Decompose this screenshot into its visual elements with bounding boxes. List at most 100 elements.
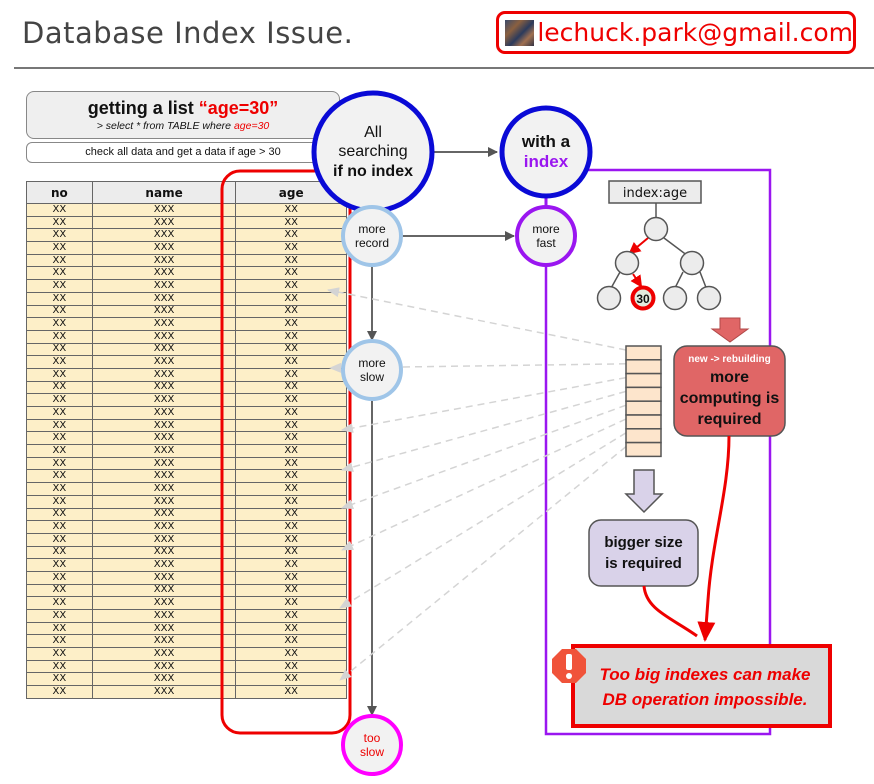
more-record-line1: more	[358, 221, 386, 236]
tree-edge	[663, 237, 689, 257]
more-fast-label: more fast	[517, 216, 575, 256]
index-entry	[625, 359, 662, 375]
more-fast-node	[515, 205, 577, 267]
table-cell-age: XX	[235, 329, 347, 344]
table-cell-age: XX	[235, 456, 347, 471]
table-cell-no: XX	[26, 342, 93, 357]
rebuild-line1: more	[709, 369, 750, 386]
tree-node	[679, 250, 705, 276]
table-cell-no: XX	[26, 355, 93, 369]
query-title-highlight: “age=30”	[198, 98, 279, 118]
tree-node	[614, 250, 640, 276]
table-cell-no: XX	[26, 609, 93, 623]
tree-node-target	[630, 285, 656, 311]
down-arrow-icon	[710, 317, 750, 343]
more-record-node	[341, 205, 403, 267]
index-entry	[625, 372, 662, 389]
too-slow-label: too slow	[343, 725, 401, 765]
table-cell-age: XX	[235, 317, 347, 331]
table-cell-name: XXX	[91, 659, 237, 674]
table-cell-no: XX	[26, 444, 93, 458]
table-cell-age: XX	[235, 685, 347, 699]
avatar	[505, 19, 535, 46]
table-cell-no: XX	[26, 647, 93, 661]
table-cell-no: XX	[26, 634, 93, 649]
column-header-no: no	[26, 181, 93, 204]
rebuild-box-text: new -> rebuilding more computing is requ…	[674, 348, 785, 436]
table-cell-name: XXX	[91, 279, 237, 293]
table-cell-name: XXX	[91, 482, 237, 496]
header-divider	[14, 67, 874, 69]
query-box: getting a list “age=30” > select * from …	[26, 91, 340, 139]
table-cell-no: XX	[26, 583, 93, 598]
exclamation-octagon-icon	[552, 649, 586, 683]
more-record-label: more record	[343, 216, 401, 256]
more-record-line2: record	[354, 236, 389, 250]
author-badge: lechuck.park@gmail.com	[496, 11, 856, 54]
warning-box	[571, 644, 832, 728]
table-cell-age: XX	[235, 469, 347, 484]
index-label: index:age	[623, 186, 687, 201]
table-cell-name: XXX	[91, 215, 237, 230]
table-cell-no: XX	[26, 266, 93, 281]
search-path-arrow	[628, 237, 649, 255]
table-cell-name: XXX	[91, 203, 237, 217]
with-index-node	[499, 105, 593, 199]
table-cell-no: XX	[26, 418, 93, 433]
table-cell-name: XXX	[91, 685, 237, 699]
table-cell-name: XXX	[91, 266, 237, 281]
table-cell-no: XX	[26, 304, 93, 319]
table-cell-age: XX	[235, 431, 347, 446]
table-cell-age: XX	[235, 355, 347, 369]
index-entry	[625, 441, 662, 458]
size-line2: is required	[605, 555, 682, 572]
down-arrow-icon	[624, 469, 664, 514]
lookup-arrow	[327, 287, 627, 351]
table-cell-name: XXX	[91, 355, 237, 369]
table-cell-name: XXX	[91, 507, 237, 522]
table-cell-name: XXX	[91, 558, 237, 572]
table-cell-no: XX	[26, 532, 93, 547]
tree-target-value: 30	[636, 292, 650, 306]
page-title: Database Index Issue.	[22, 16, 354, 50]
table-cell-no: XX	[26, 596, 93, 610]
index-panel-frame	[544, 168, 772, 736]
table-cell-age: XX	[235, 634, 347, 649]
column-header-name: name	[91, 181, 237, 204]
lookup-arrow	[341, 376, 627, 433]
table-cell-name: XXX	[91, 494, 237, 509]
query-sql-prefix: > select * from TABLE where	[96, 120, 234, 132]
table-cell-no: XX	[26, 456, 93, 471]
more-slow-label: more slow	[343, 350, 401, 390]
table-cell-age: XX	[235, 647, 347, 661]
table-cell-name: XXX	[91, 520, 237, 534]
table-cell-no: XX	[26, 621, 93, 636]
table-cell-name: XXX	[91, 609, 237, 623]
age-column-highlight	[220, 169, 352, 735]
all-searching-line3: if no index	[333, 162, 413, 180]
search-path-arrow	[630, 273, 643, 288]
check-note: check all data and get a data if age > 3…	[26, 142, 340, 163]
table-cell-no: XX	[26, 241, 93, 255]
index-label-box	[608, 180, 702, 204]
lookup-arrow	[341, 418, 627, 551]
table-cell-age: XX	[235, 253, 347, 268]
table-cell-no: XX	[26, 672, 93, 687]
warning-line1: Too big indexes can make	[599, 665, 811, 684]
lookup-arrows	[327, 287, 627, 681]
table-cell-no: XX	[26, 380, 93, 395]
index-entry	[625, 386, 662, 402]
